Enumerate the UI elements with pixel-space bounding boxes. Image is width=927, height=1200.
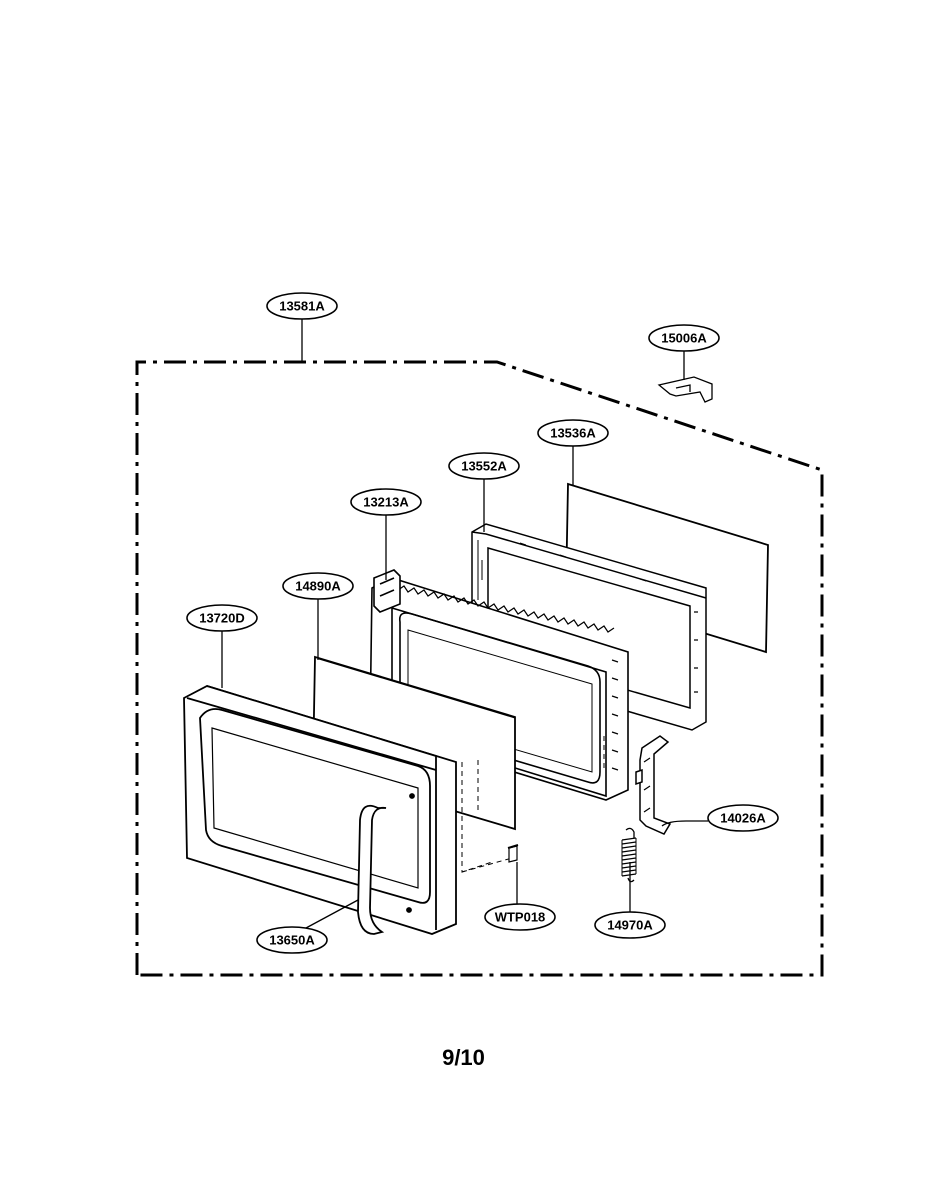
callout-14890A: 14890A xyxy=(295,579,341,594)
part-WTP018-screw xyxy=(507,844,519,863)
part-14026A-latch xyxy=(635,735,672,835)
callout-13536A: 13536A xyxy=(550,426,596,441)
callout-15006A: 15006A xyxy=(661,331,707,346)
alignment-lines xyxy=(461,736,605,873)
leader-lines xyxy=(221,318,708,929)
callout-bubbles xyxy=(186,292,779,954)
callout-13650A: 13650A xyxy=(269,933,315,948)
callout-13213A: 13213A xyxy=(363,495,409,510)
page-number: 9/10 xyxy=(442,1045,485,1070)
callout-14026A: 14026A xyxy=(720,811,766,826)
callout-14970A: 14970A xyxy=(607,918,653,933)
callout-13581A: 13581A xyxy=(279,299,325,314)
callout-13552A: 13552A xyxy=(461,459,507,474)
callout-13720D: 13720D xyxy=(199,611,245,626)
part-15006A-clip xyxy=(657,376,713,403)
part-13720D-door-front xyxy=(183,685,457,935)
part-14970A-spring xyxy=(621,827,637,883)
assembly-boundary xyxy=(135,360,824,977)
callout-WTP018: WTP018 xyxy=(495,910,546,925)
